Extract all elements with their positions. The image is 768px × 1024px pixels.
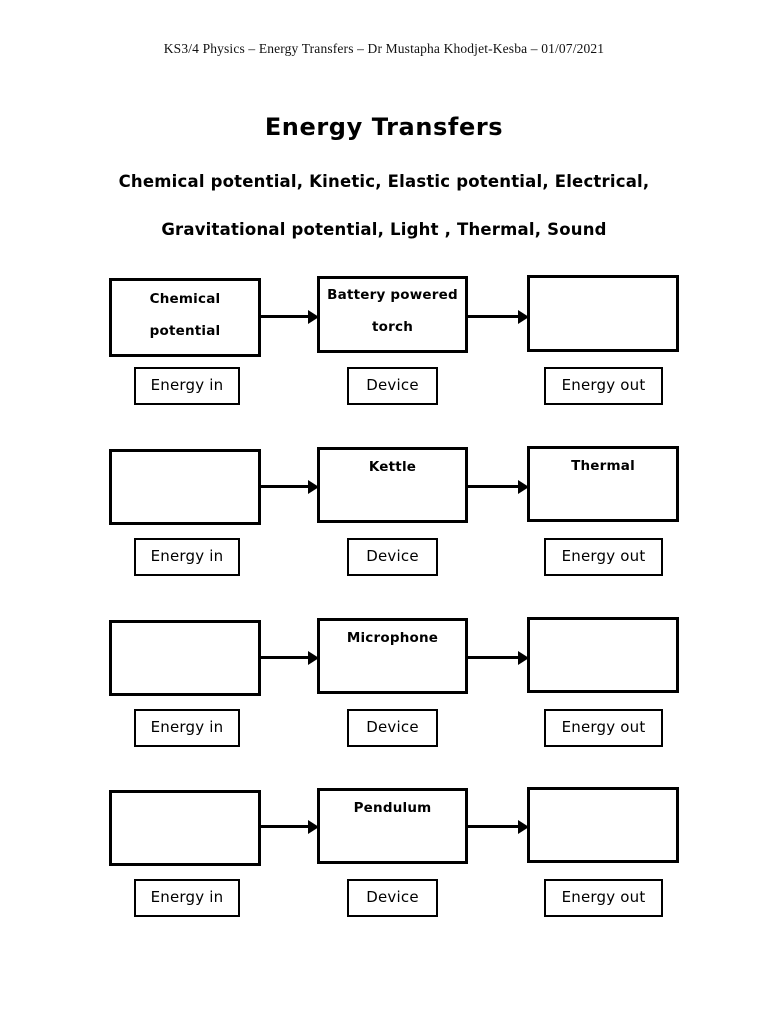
caption-device-1: Device xyxy=(347,367,438,405)
caption-energy-out-4: Energy out xyxy=(544,879,663,917)
arrow-head-icon xyxy=(518,310,529,324)
arrow-device-to-out-4 xyxy=(468,820,529,834)
energy-in-box-4-content xyxy=(112,793,258,803)
arrow-shaft xyxy=(468,315,521,318)
arrow-head-icon xyxy=(518,651,529,665)
arrow-head-icon xyxy=(308,820,319,834)
device-box-2[interactable]: Kettle xyxy=(317,447,468,523)
device-box-3-content: Microphone xyxy=(320,621,465,645)
energy-in-box-2[interactable] xyxy=(109,449,261,525)
arrow-head-icon xyxy=(518,480,529,494)
transfer-row-3: Microphone Energy in Device Energy out xyxy=(0,0,768,747)
arrow-shaft xyxy=(261,315,311,318)
energy-in-box-3-content xyxy=(112,623,258,633)
energy-out-box-3-content xyxy=(530,620,676,630)
caption-energy-in-1: Energy in xyxy=(134,367,240,405)
page-title: Energy Transfers xyxy=(264,113,504,141)
energy-out-box-4-content xyxy=(530,790,676,800)
arrow-shaft xyxy=(261,656,311,659)
caption-device-4: Device xyxy=(347,879,438,917)
energy-out-box-2-line-1: Thermal xyxy=(571,458,635,474)
device-box-1[interactable]: Battery powered torch xyxy=(317,276,468,353)
arrow-device-to-out-2 xyxy=(468,480,529,494)
arrow-device-to-out-3 xyxy=(468,651,529,665)
device-box-1-line-1: Battery powered xyxy=(327,287,458,303)
device-box-2-content: Kettle xyxy=(320,450,465,474)
transfer-row-4: Pendulum Energy in Device Energy out xyxy=(0,0,768,917)
arrow-shaft xyxy=(468,485,521,488)
arrow-in-to-device-1 xyxy=(261,310,319,324)
caption-energy-out-2: Energy out xyxy=(544,538,663,576)
energy-in-box-1-line-2: potential xyxy=(149,323,221,340)
device-box-4[interactable]: Pendulum xyxy=(317,788,468,864)
caption-energy-in-3: Energy in xyxy=(134,709,240,747)
device-box-3[interactable]: Microphone xyxy=(317,618,468,694)
arrow-head-icon xyxy=(308,651,319,665)
device-box-4-line-1: Pendulum xyxy=(353,800,432,816)
arrow-head-icon xyxy=(518,820,529,834)
page-header: KS3/4 Physics – Energy Transfers – Dr Mu… xyxy=(163,41,605,56)
arrow-shaft xyxy=(261,485,311,488)
arrow-in-to-device-4 xyxy=(261,820,319,834)
arrow-in-to-device-3 xyxy=(261,651,319,665)
energy-out-box-1[interactable] xyxy=(527,275,679,352)
arrow-shaft xyxy=(261,825,311,828)
caption-device-3: Device xyxy=(347,709,438,747)
energy-in-box-2-content xyxy=(112,452,258,462)
device-box-2-line-1: Kettle xyxy=(368,459,417,475)
energy-out-box-3[interactable] xyxy=(527,617,679,693)
energy-in-box-1[interactable]: Chemical potential xyxy=(109,278,261,357)
device-box-3-line-1: Microphone xyxy=(346,630,439,646)
caption-energy-in-2: Energy in xyxy=(134,538,240,576)
arrow-shaft xyxy=(468,656,521,659)
arrow-head-icon xyxy=(308,480,319,494)
energy-in-box-3[interactable] xyxy=(109,620,261,696)
arrow-device-to-out-1 xyxy=(468,310,529,324)
device-box-1-content: Battery powered torch xyxy=(320,279,465,336)
caption-device-2: Device xyxy=(347,538,438,576)
device-box-4-content: Pendulum xyxy=(320,791,465,815)
energy-types-line-2: Gravitational potential, Light , Thermal… xyxy=(161,220,607,239)
energy-out-box-2[interactable]: Thermal xyxy=(527,446,679,522)
caption-energy-out-1: Energy out xyxy=(544,367,663,405)
energy-out-box-2-content: Thermal xyxy=(530,449,676,473)
transfer-row-2: Kettle Thermal Energy in Device Energy o… xyxy=(0,0,768,576)
energy-in-box-1-line-1: Chemical xyxy=(149,291,221,307)
device-box-1-line-2: torch xyxy=(372,319,413,336)
arrow-shaft xyxy=(468,825,521,828)
caption-energy-out-3: Energy out xyxy=(544,709,663,747)
transfer-row-1: Chemical potential Battery powered torch… xyxy=(0,0,768,405)
energy-in-box-4[interactable] xyxy=(109,790,261,866)
energy-types-line-1: Chemical potential, Kinetic, Elastic pot… xyxy=(118,172,650,191)
energy-out-box-4[interactable] xyxy=(527,787,679,863)
energy-in-box-1-content: Chemical potential xyxy=(112,281,258,340)
arrow-in-to-device-2 xyxy=(261,480,319,494)
caption-energy-in-4: Energy in xyxy=(134,879,240,917)
arrow-head-icon xyxy=(308,310,319,324)
